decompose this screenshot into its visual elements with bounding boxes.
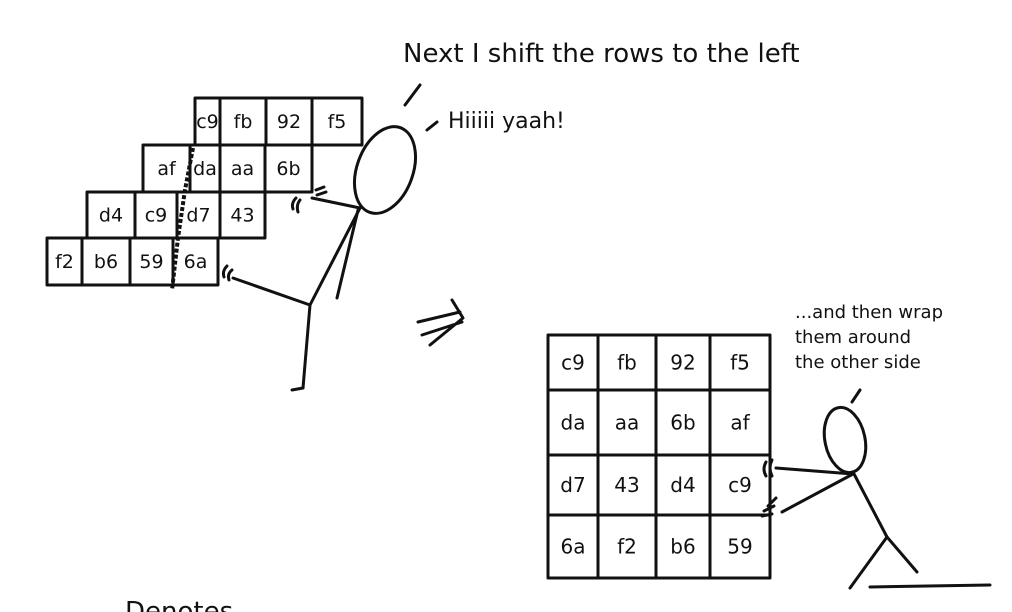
caption-wrap-line3: the other side	[795, 352, 921, 373]
caption-shift-rows: Next I shift the rows to the left	[403, 39, 800, 69]
speech-tick	[403, 83, 422, 107]
cell-value: d7	[560, 473, 585, 497]
cell-value: c9	[561, 351, 585, 375]
cell-value: 6b	[670, 411, 695, 435]
speech-tick	[850, 388, 862, 404]
stick-figure-kicking	[221, 125, 417, 392]
cell-value: f5	[328, 111, 347, 133]
cell-value: fb	[617, 351, 637, 375]
cell-value: c9	[145, 205, 168, 227]
cell-value: 59	[139, 251, 163, 273]
cell-value: f5	[730, 351, 750, 375]
cell-value: aa	[231, 158, 254, 180]
caption-wrap-line1: ...and then wrap	[795, 302, 943, 323]
cell-value: f2	[55, 251, 74, 273]
cell-value: c9	[728, 473, 752, 497]
cell-value: af	[730, 411, 750, 435]
cell-value: 59	[727, 535, 752, 559]
cell-value: b6	[94, 251, 118, 273]
grid-cell	[263, 143, 314, 194]
speech-tick	[425, 120, 439, 132]
grid-cell	[708, 513, 772, 580]
cell-value: d7	[186, 205, 210, 227]
cell-value: 92	[277, 111, 301, 133]
cell-value: d4	[670, 473, 695, 497]
cell-value: da	[193, 158, 217, 180]
cell-value: 6a	[184, 251, 208, 273]
caption-shout: Hiiiii yaah!	[448, 109, 565, 134]
tear-line	[170, 147, 195, 291]
cell-value: af	[157, 158, 177, 180]
transition-arrow-icon	[416, 298, 465, 347]
cell-value: fb	[234, 111, 253, 133]
grid-after-shift: c9 fb 92 f5 da aa 6b af d7 43 d4 c9 6a f2 b6 59	[546, 333, 772, 580]
grid-cell	[218, 190, 267, 240]
stick-figure-pushing	[760, 405, 992, 590]
cell-value: 43	[230, 205, 254, 227]
grid-cell	[310, 96, 364, 147]
caption-wrap-line2: them around	[795, 327, 911, 348]
caption-denotes: Denotes	[125, 597, 233, 612]
cell-value: 6b	[276, 158, 300, 180]
cell-value: aa	[615, 411, 640, 435]
cell-value: f2	[617, 535, 637, 559]
cell-value: d4	[99, 205, 123, 227]
cell-value: 92	[670, 351, 695, 375]
cell-value: b6	[670, 535, 695, 559]
cell-value: c9	[196, 111, 219, 133]
cell-value: 6a	[561, 535, 586, 559]
grid-cell	[171, 236, 220, 287]
cell-value: 43	[614, 473, 639, 497]
cell-value: da	[561, 411, 586, 435]
